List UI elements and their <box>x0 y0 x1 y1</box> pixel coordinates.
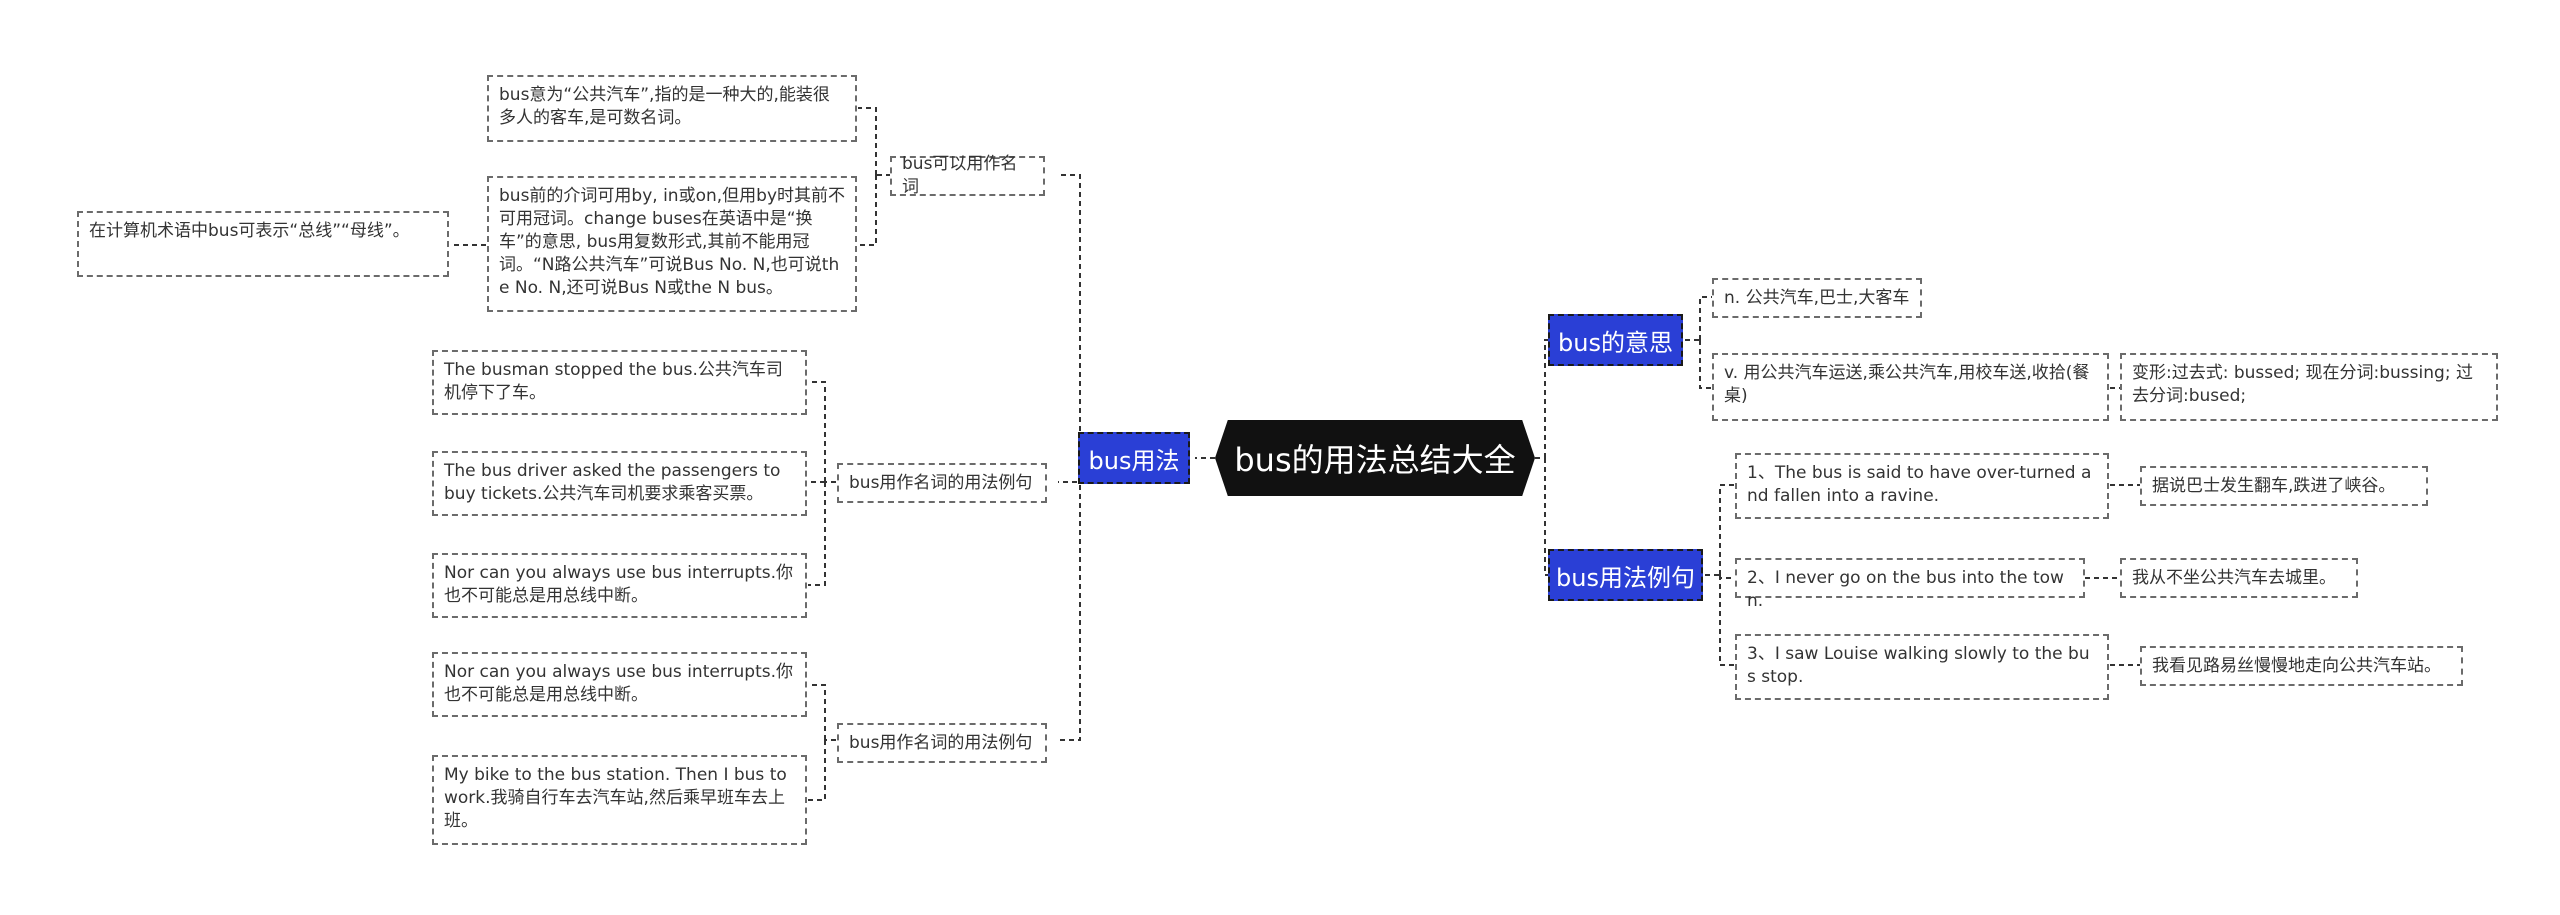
leaf-sentence-3-zh[interactable]: 我看见路易丝慢慢地走向公共汽车站。 <box>2140 646 2463 686</box>
leaf-computing-term[interactable]: 在计算机术语中bus可表示“总线”“母线”。 <box>77 211 449 277</box>
topic-noun-usage-examples-2-label: bus用作名词的用法例句 <box>849 732 1033 753</box>
leaf-example-bus-driver[interactable]: The bus driver asked the passengers to b… <box>432 451 807 516</box>
leaf-example-interrupts-2[interactable]: Nor can you always use bus interrupts.你也… <box>432 652 807 717</box>
branch-bus-examples[interactable]: bus用法例句 <box>1548 549 1703 601</box>
leaf-meaning-noun[interactable]: n. 公共汽车,巴士,大客车 <box>1712 278 1922 318</box>
branch-bus-examples-label: bus用法例句 <box>1556 563 1695 592</box>
leaf-sentence-2-zh[interactable]: 我从不坐公共汽车去城里。 <box>2120 558 2358 598</box>
branch-bus-usage[interactable]: bus用法 <box>1078 432 1190 484</box>
leaf-example-bike[interactable]: My bike to the bus station. Then I bus t… <box>432 755 807 845</box>
leaf-example-busman[interactable]: The busman stopped the bus.公共汽车司机停下了车。 <box>432 350 807 415</box>
leaf-noun-prepositions[interactable]: bus前的介词可用by, in或on,但用by时其前不可用冠词。change b… <box>487 176 857 312</box>
leaf-noun-definition[interactable]: bus意为“公共汽车”,指的是一种大的,能装很多人的客车,是可数名词。 <box>487 75 857 142</box>
topic-noun-usage-examples-1[interactable]: bus用作名词的用法例句 <box>837 463 1047 503</box>
branch-bus-meaning[interactable]: bus的意思 <box>1548 314 1683 366</box>
leaf-sentence-1-zh[interactable]: 据说巴士发生翻车,跌进了峡谷。 <box>2140 466 2428 506</box>
leaf-example-interrupts-1[interactable]: Nor can you always use bus interrupts.你也… <box>432 553 807 618</box>
leaf-meaning-forms[interactable]: 变形:过去式: bussed; 现在分词:bussing; 过去分词:bused… <box>2120 353 2498 421</box>
leaf-sentence-2-en[interactable]: 2、I never go on the bus into the town. <box>1735 558 2085 611</box>
leaf-meaning-verb[interactable]: v. 用公共汽车运送,乘公共汽车,用校车送,收拾(餐桌) <box>1712 353 2109 421</box>
leaf-sentence-1-en[interactable]: 1、The bus is said to have over-turned an… <box>1735 453 2109 519</box>
topic-noun-usage-examples-1-label: bus用作名词的用法例句 <box>849 472 1033 493</box>
root-topic-label: bus的用法总结大全 <box>1234 441 1516 479</box>
topic-noun-usage-examples-2[interactable]: bus用作名词的用法例句 <box>837 723 1047 763</box>
branch-bus-usage-label: bus用法 <box>1088 446 1180 475</box>
root-topic[interactable]: bus的用法总结大全 <box>1215 420 1535 496</box>
topic-bus-as-noun[interactable]: bus可以用作名词 <box>890 154 1045 197</box>
leaf-sentence-3-en[interactable]: 3、I saw Louise walking slowly to the bus… <box>1735 634 2109 700</box>
topic-bus-as-noun-label: bus可以用作名词 <box>902 154 1018 197</box>
branch-bus-meaning-label: bus的意思 <box>1558 328 1673 357</box>
